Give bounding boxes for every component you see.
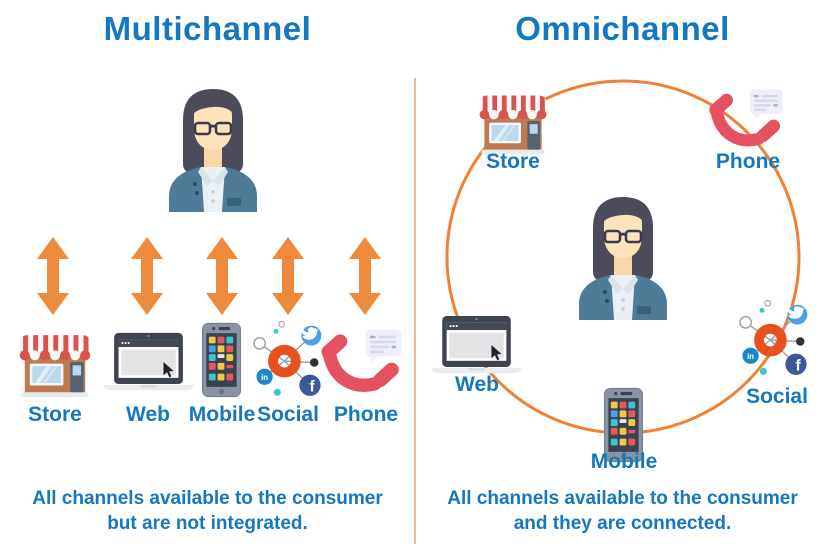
channel-label-mobile: Mobile	[188, 403, 256, 426]
consumer-avatar-icon	[161, 86, 265, 212]
laptop-icon	[428, 316, 525, 374]
smartphone-icon	[201, 321, 242, 399]
caption-line: All channels available to the consumer	[32, 488, 383, 509]
channel-label-web: Web	[126, 403, 170, 426]
double-headed-arrow-icon	[206, 237, 238, 315]
social-network-icon	[249, 316, 327, 402]
caption-line: and they are connected.	[513, 513, 732, 534]
double-headed-arrow-icon	[37, 237, 69, 315]
double-headed-arrow-icon	[272, 237, 304, 315]
caption-line: but are not integrated.	[107, 513, 308, 534]
omnichannel-caption: All channels available to the consumer a…	[425, 486, 820, 536]
channel-label-store: Store	[28, 403, 82, 426]
channel-label-store: Store	[486, 150, 540, 173]
multichannel-title: Multichannel	[103, 10, 312, 47]
channel-label-social: Social	[257, 403, 319, 426]
caption-line: All channels available to the consumer	[447, 488, 798, 509]
telephone-handset-icon	[708, 88, 784, 152]
panel-divider	[414, 78, 416, 544]
channel-label-mobile: Mobile	[590, 450, 658, 473]
channel-label-phone: Phone	[333, 403, 399, 426]
channel-label-phone: Phone	[715, 150, 781, 173]
channel-label-social: Social	[746, 385, 808, 408]
double-headed-arrow-icon	[349, 237, 381, 315]
social-network-icon	[735, 295, 813, 381]
multichannel-caption: All channels available to the consumer b…	[10, 486, 405, 536]
double-headed-arrow-icon	[131, 237, 163, 315]
storefront-icon	[13, 324, 97, 400]
laptop-icon	[100, 332, 197, 392]
omnichannel-title: Omnichannel	[515, 10, 730, 47]
storefront-icon	[473, 86, 553, 156]
consumer-avatar-icon	[571, 194, 675, 320]
telephone-handset-icon	[320, 328, 403, 398]
channel-label-web: Web	[455, 373, 499, 396]
